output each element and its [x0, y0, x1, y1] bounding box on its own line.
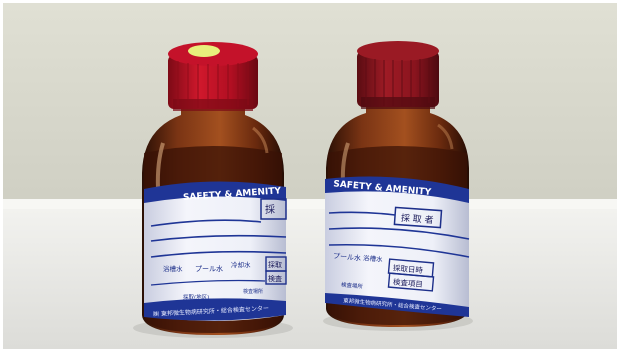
right-label-footer-band [325, 293, 469, 317]
photo-scene: SAFETY & AMENITY 採 浴槽水 プール水 冷却水 採取 検査 採取… [3, 3, 617, 349]
left-bottle-label [144, 185, 286, 321]
right-side-box: 採 取 者 [400, 212, 433, 226]
left-bottle: SAFETY & AMENITY 採 浴槽水 プール水 冷却水 採取 検査 採取… [142, 42, 287, 335]
left-row-text-1: 浴槽水 [163, 264, 183, 273]
right-bottle-cap [357, 51, 439, 107]
left-row-text-3: 冷却水 [231, 260, 251, 269]
right-label-band [325, 176, 469, 203]
left-box-1: 採取 [268, 260, 282, 269]
right-small-text-1: 検査場所 [341, 280, 364, 290]
left-row-text-2: プール水 [195, 264, 223, 273]
right-box-1: 採取日時 [393, 262, 424, 275]
left-bottle-cap [168, 55, 258, 109]
right-bottle: SAFETY & AMENITY 採 取 者 プール水 浴槽水 採取日時 検査項… [325, 41, 470, 327]
photo: SAFETY & AMENITY 採 浴槽水 プール水 冷却水 採取 検査 採取… [3, 3, 617, 349]
left-side-box: 採 [265, 203, 275, 216]
shelf [3, 209, 617, 349]
left-box-2: 検査 [268, 274, 282, 283]
right-box-2: 検査項目 [393, 276, 424, 289]
right-row-text-1: プール水 [333, 251, 362, 262]
left-label-footer-band [144, 298, 286, 321]
left-label-band [144, 181, 286, 203]
left-small-text-1: 採取(地区) [183, 293, 209, 301]
wall [3, 3, 617, 208]
left-small-text-2: 検査場所 [243, 288, 263, 295]
right-row-text-2: 浴槽水 [363, 253, 384, 264]
left-cap-insert [188, 45, 220, 57]
right-cap-top [357, 41, 439, 61]
